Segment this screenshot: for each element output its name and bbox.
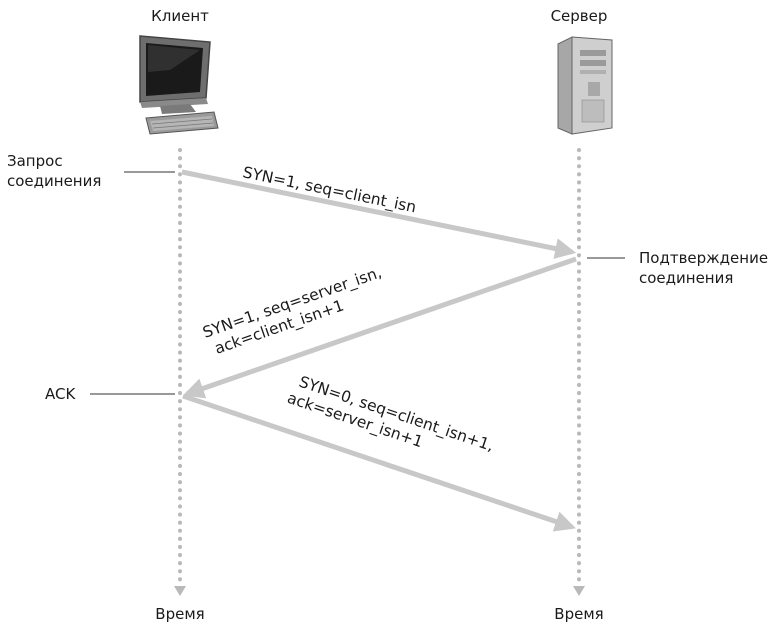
ack-message-label: SYN=0, seq=client_isn+1, ack=server_isn+…	[285, 371, 501, 476]
server-tower-icon	[557, 36, 613, 135]
ack-label: ACK	[45, 385, 76, 403]
server-title: Сервер	[550, 7, 608, 25]
client-title: Клиент	[151, 7, 209, 25]
synack-message-label: SYN=1, seq=server_isn, ack=client_isn+1	[200, 262, 395, 361]
client-timeline-arrowhead	[174, 586, 186, 596]
synack-arrow	[183, 256, 577, 399]
syn-arrow	[181, 169, 577, 259]
ack-arrow	[182, 393, 576, 532]
client-time-label: Время	[155, 605, 205, 623]
connection-confirm-label: Подтверждение соединения	[639, 249, 769, 287]
connection-request-label: Запрос соединения	[7, 152, 102, 190]
client-computer-icon	[139, 35, 219, 135]
server-time-label: Время	[554, 605, 604, 623]
server-timeline-arrowhead	[573, 586, 585, 596]
